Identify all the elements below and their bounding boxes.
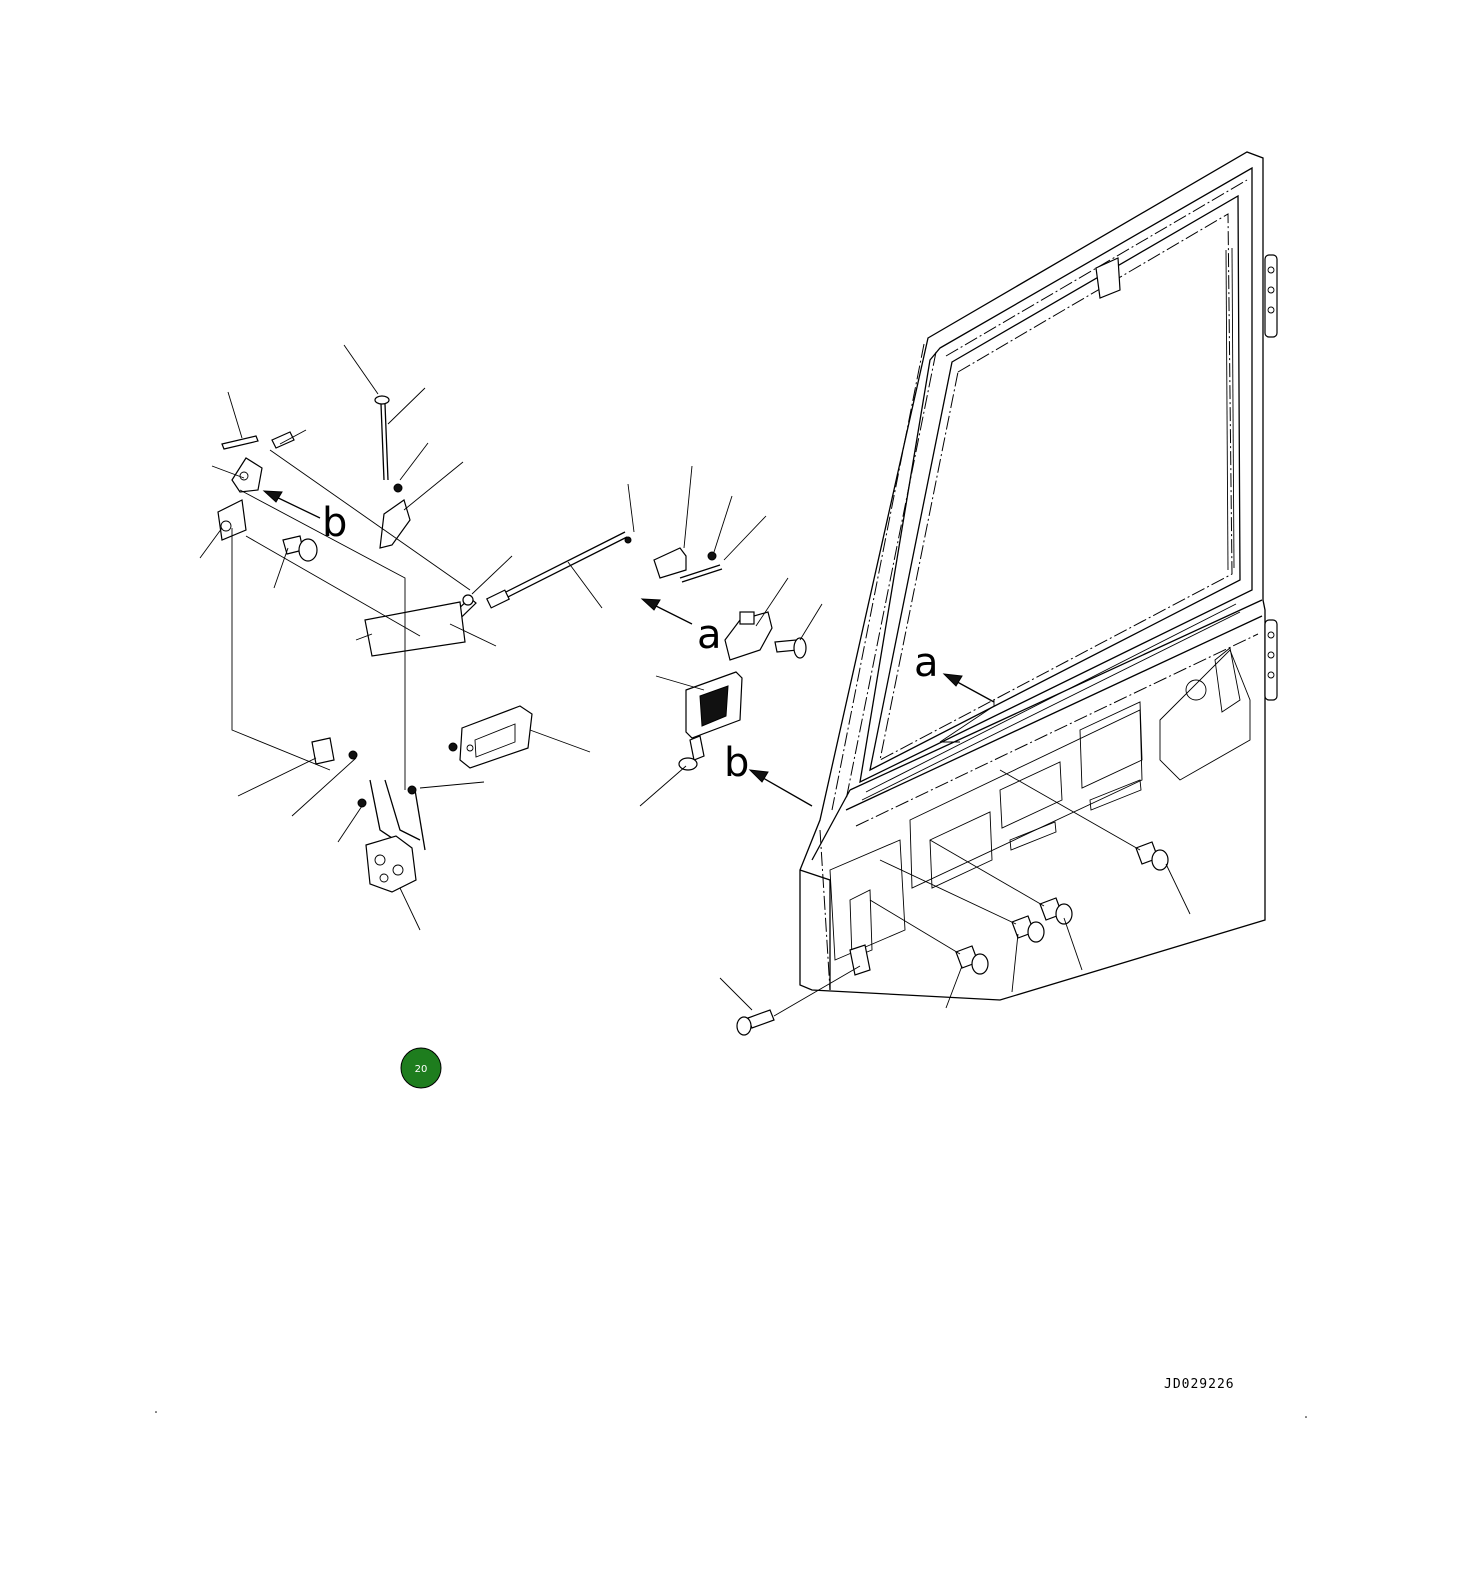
reference-arrows	[262, 490, 995, 807]
drawing-code: JD029226	[1164, 1377, 1235, 1392]
linkage-assembly-b	[217, 395, 628, 893]
callout-b-right: b	[724, 740, 749, 786]
callout-a-left: a	[697, 612, 722, 658]
corner-mark-left	[155, 1411, 157, 1413]
page-badge-number: 20	[415, 1064, 428, 1075]
callout-a-right: a	[914, 640, 939, 686]
leader-lines	[199, 344, 1191, 1011]
corner-mark-right	[1305, 1416, 1307, 1418]
callout-b-left: b	[322, 500, 347, 546]
door-frame	[799, 151, 1278, 1001]
frame-bolts	[736, 769, 1169, 1036]
page-badge-circle[interactable]	[400, 1047, 442, 1089]
page-badge[interactable]: 20	[400, 1047, 442, 1089]
